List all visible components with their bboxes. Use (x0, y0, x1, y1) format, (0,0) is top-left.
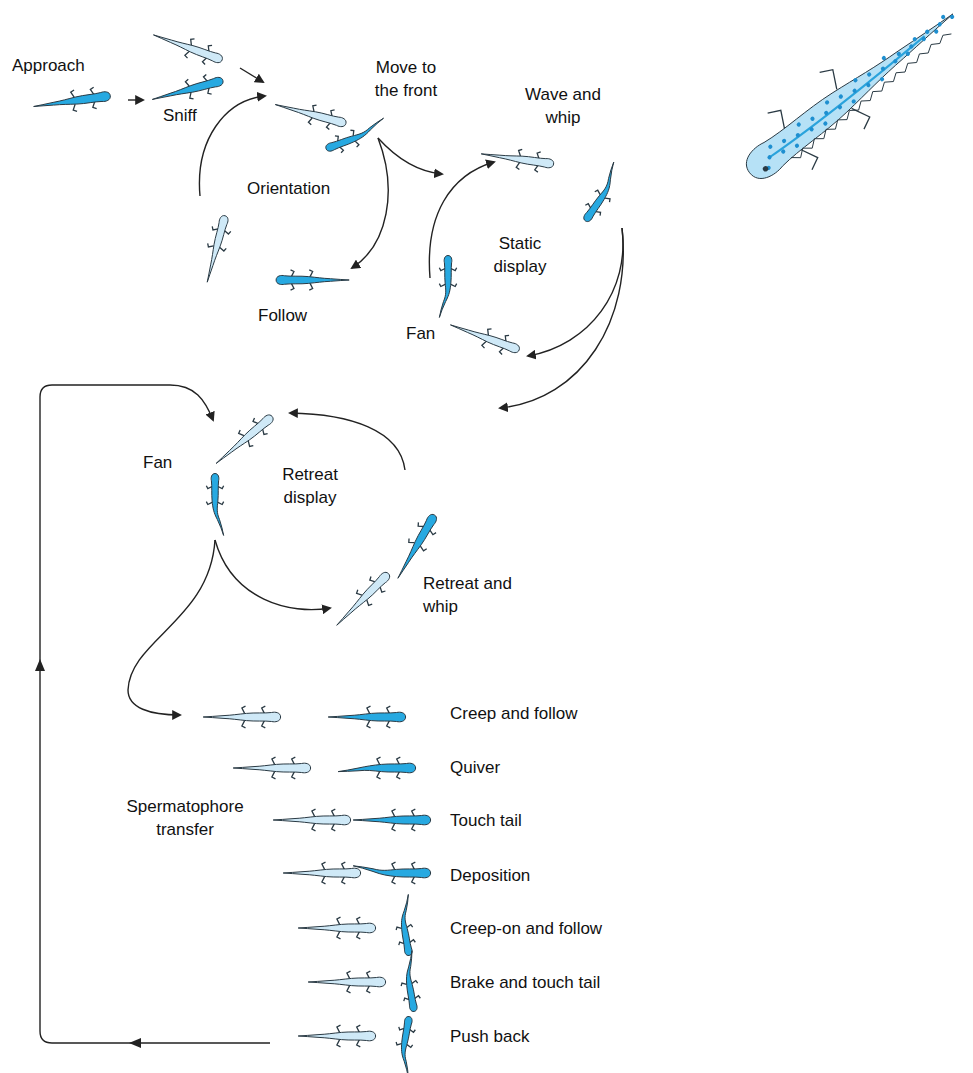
newt (338, 757, 415, 779)
cycle-arrow (429, 162, 494, 278)
cycle-arrows (35, 68, 623, 1048)
cycle-arrow (352, 138, 388, 268)
newt (283, 862, 360, 884)
arrowhead (35, 659, 45, 671)
step-label: Follow (258, 304, 307, 327)
cycle-arrow (215, 540, 330, 610)
step-label: Quiver (450, 756, 500, 779)
newt (150, 71, 226, 110)
newt-figures (32, 0, 973, 1073)
arrowhead (129, 1038, 141, 1048)
step-label: Touch tail (450, 809, 522, 832)
newt (390, 1015, 418, 1073)
step-label: Push back (450, 1025, 529, 1048)
cycle-arrow (128, 540, 215, 715)
return-loop (40, 385, 270, 1043)
cycle-arrow (500, 228, 623, 408)
newt (233, 757, 310, 779)
newt (439, 256, 456, 318)
step-label: Move to the front (362, 56, 450, 102)
newt (32, 85, 112, 117)
newt (298, 917, 375, 939)
newt (203, 706, 280, 728)
newt (206, 474, 223, 536)
step-label: Creep and follow (450, 702, 578, 725)
step-label: Deposition (450, 864, 530, 887)
newt (210, 409, 279, 472)
cycle-arrow (378, 138, 442, 174)
newt (298, 1025, 375, 1047)
newt (328, 706, 405, 728)
step-label: Retreat and whip (423, 572, 527, 618)
step-label: Static display (478, 232, 562, 278)
newt (273, 95, 349, 134)
cycle-arrow (528, 228, 623, 356)
step-label: Retreat display (262, 463, 358, 509)
newt (273, 809, 350, 831)
newt (577, 162, 630, 226)
newt (198, 213, 234, 284)
newt (390, 894, 418, 956)
step-label: Brake and touch tail (450, 971, 600, 994)
newt (276, 270, 349, 290)
step-label: Fan (406, 322, 435, 345)
newt (308, 971, 385, 993)
newt (480, 144, 555, 174)
newt (323, 118, 390, 157)
step-label: Sniff (163, 104, 197, 127)
newt (389, 510, 443, 584)
cycle-arrow (240, 68, 263, 82)
newt (150, 25, 226, 69)
newt (447, 315, 523, 359)
newt (353, 862, 430, 884)
step-label: Spermatophore transfer (118, 795, 252, 841)
step-label: Approach (12, 54, 85, 77)
step-label: Fan (143, 451, 172, 474)
step-label: Orientation (247, 177, 330, 200)
step-label: Creep-on and follow (450, 917, 602, 940)
newt (395, 951, 422, 1013)
newt (353, 809, 430, 831)
cycle-arrow (290, 413, 405, 470)
cycle-arrow (128, 99, 143, 100)
newt (727, 0, 973, 201)
step-label: Wave and whip (515, 83, 611, 129)
newt (330, 566, 396, 632)
